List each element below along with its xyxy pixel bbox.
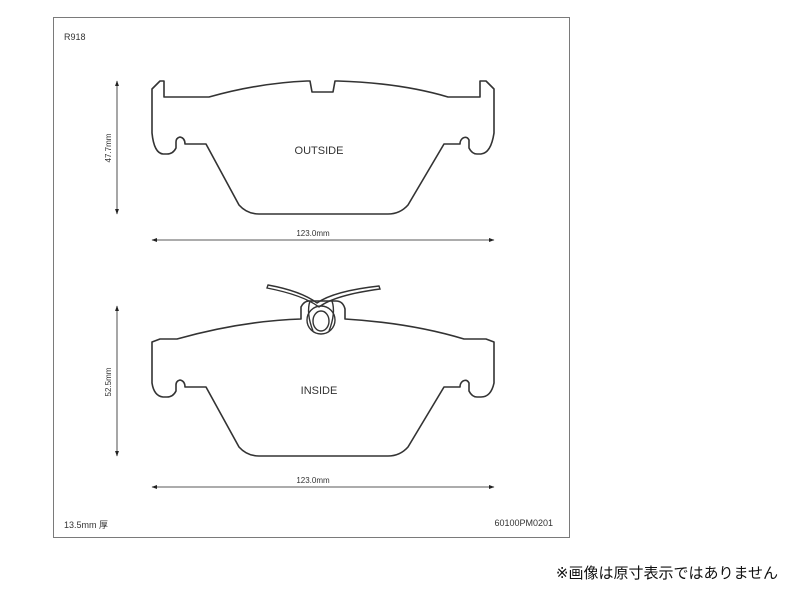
- outside-height-label: 47.7mm: [104, 133, 113, 162]
- thickness-label: 13.5mm 厚: [64, 520, 109, 530]
- inside-pad-outline: [151, 300, 495, 457]
- outside-width-label: 123.0mm: [296, 229, 330, 238]
- outside-pad-outline: [151, 80, 495, 215]
- diagram-frame: R918 OUTSIDE 47.7mm 123.0mm INSIDE 52.5m…: [53, 17, 570, 538]
- inside-height-label: 52.5mm: [104, 367, 113, 396]
- inside-pad-label: INSIDE: [301, 385, 338, 397]
- inside-width-label: 123.0mm: [296, 476, 330, 485]
- product-code: R918: [64, 32, 86, 42]
- outside-pad-label: OUTSIDE: [295, 145, 344, 157]
- part-number: 60100PM0201: [494, 518, 553, 528]
- wear-indicator-clip: [266, 284, 381, 335]
- brake-pad-drawing: OUTSIDE 47.7mm 123.0mm INSIDE 52.5mm 123…: [104, 80, 495, 489]
- scale-disclaimer: ※画像は原寸表示ではありません: [555, 564, 778, 582]
